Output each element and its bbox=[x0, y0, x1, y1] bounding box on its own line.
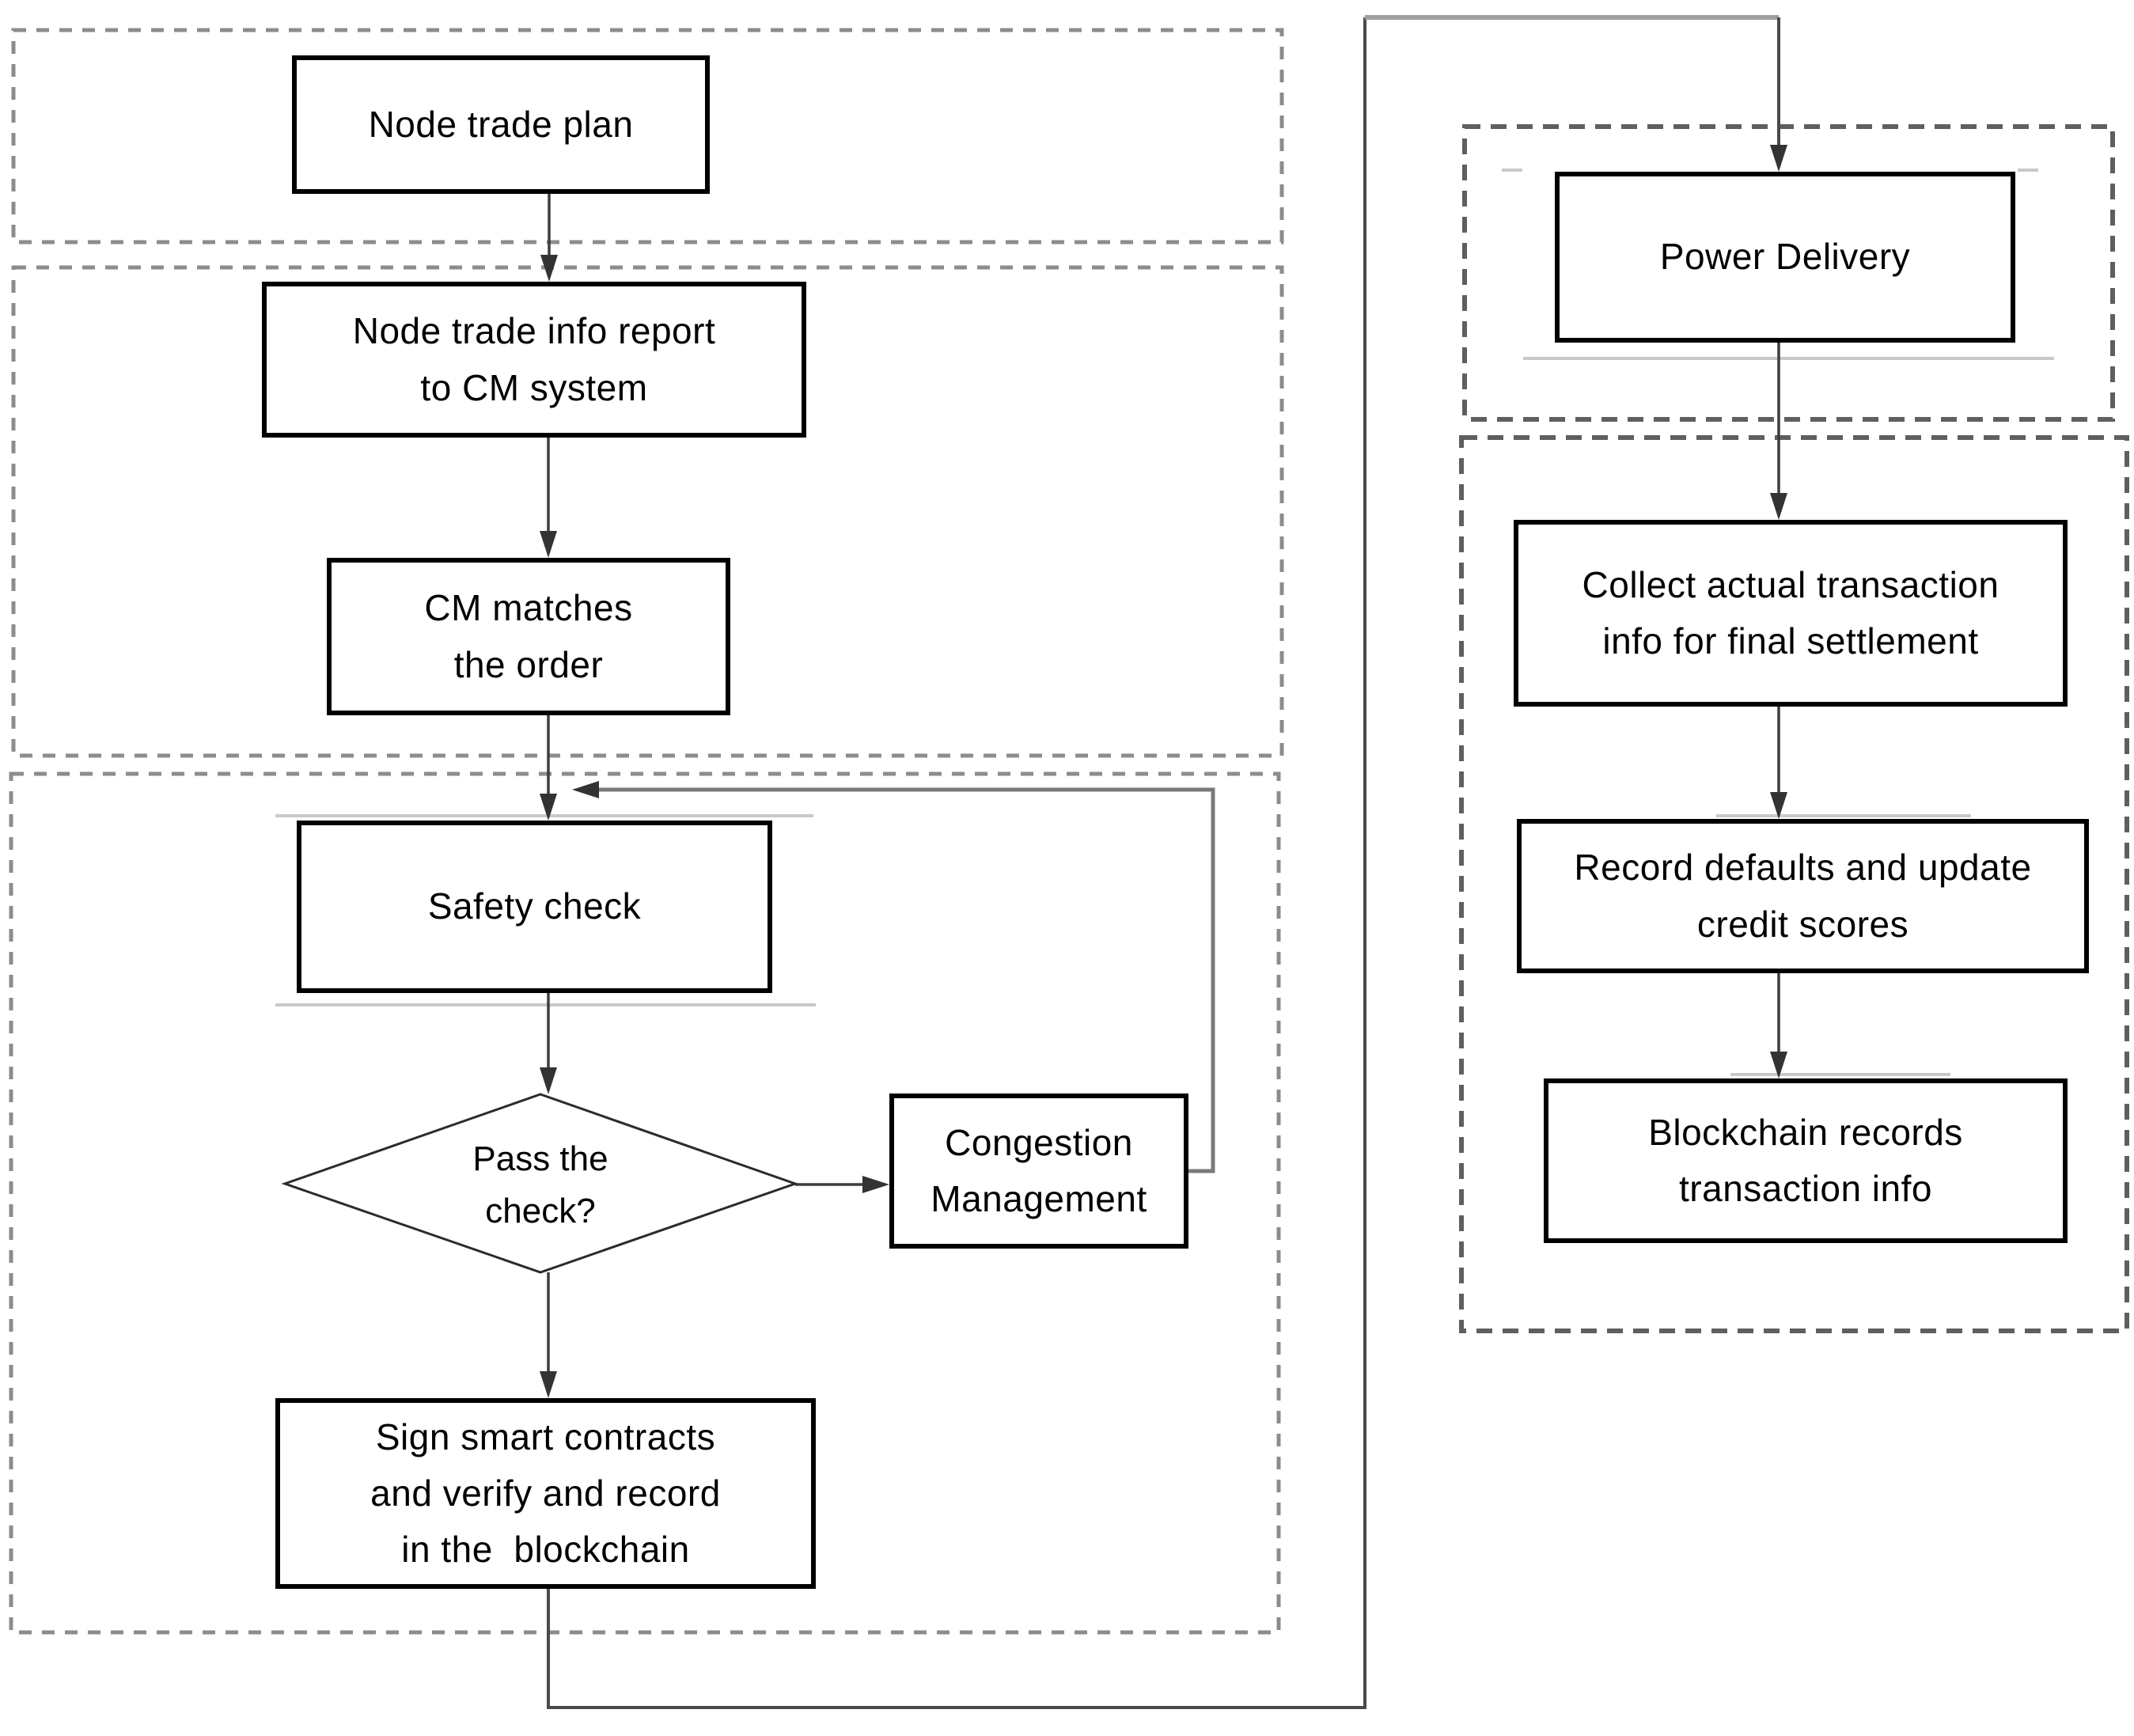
blockchain-records-box: Blockchain records transaction info bbox=[1544, 1078, 2068, 1243]
record-defaults-label-line1: Record defaults and update bbox=[1574, 847, 2032, 889]
arrowhead-into-record bbox=[1770, 792, 1787, 819]
arrowhead-into-congestion bbox=[862, 1176, 889, 1193]
arrowhead-into-collect bbox=[1770, 493, 1787, 520]
sign-smart-contracts-label-line1: Sign smart contracts bbox=[375, 1416, 716, 1457]
cm-matches-label-line2: the order bbox=[453, 643, 604, 685]
decision-diamond-shape bbox=[281, 1093, 799, 1274]
blockchain-records-label-line1: Blockchain records bbox=[1648, 1111, 1963, 1153]
connector-sign-to-top-loop bbox=[547, 17, 1366, 1709]
congestion-management-box: Congestion Management bbox=[889, 1094, 1188, 1249]
arrowhead-into-power bbox=[1770, 145, 1787, 172]
node-trade-info-label-line1: Node trade info report bbox=[352, 310, 716, 352]
power-delivery-box: Power Delivery bbox=[1555, 172, 2015, 343]
connector-congestion-feedback-loop bbox=[595, 787, 1215, 1173]
node-trade-info-box: Node trade info report to CM system bbox=[262, 282, 806, 438]
collect-actual-transaction-label-line1: Collect actual transaction bbox=[1582, 563, 1999, 605]
dashed-group-matching bbox=[11, 265, 1284, 758]
record-defaults-label-line2: credit scores bbox=[1696, 903, 1909, 945]
collect-actual-transaction-label-line2: info for final settlement bbox=[1602, 620, 1979, 661]
power-delivery-label: Power Delivery bbox=[1659, 236, 1911, 278]
arrowhead-into-safety bbox=[540, 794, 557, 821]
dashed-group-safety-contract bbox=[9, 771, 1281, 1635]
scan-artifact-lines bbox=[275, 169, 2054, 1076]
dashed-group-delivery bbox=[1462, 124, 2115, 422]
arrowhead-into-cm bbox=[540, 531, 557, 558]
pass-the-check-label-line1: Pass the bbox=[472, 1139, 608, 1178]
record-defaults-box: Record defaults and update credit scores bbox=[1517, 819, 2089, 973]
dashed-group-trade-plan bbox=[11, 28, 1284, 244]
arrowhead-feedback-into-safety-line bbox=[572, 781, 599, 798]
connectors bbox=[547, 194, 1780, 1377]
congestion-management-label-line2: Management bbox=[931, 1178, 1147, 1219]
node-trade-info-label-line2: to CM system bbox=[420, 366, 648, 408]
arrowhead-into-blockchain bbox=[1770, 1052, 1787, 1078]
arrowhead-into-decision bbox=[540, 1067, 557, 1094]
pass-the-check-label-line2: check? bbox=[485, 1192, 596, 1230]
cm-matches-label-line1: CM matches bbox=[424, 587, 633, 629]
sign-smart-contracts-label-line2: and verify and record bbox=[370, 1472, 721, 1514]
safety-check-box: Safety check bbox=[297, 821, 772, 993]
node-trade-plan-label: Node trade plan bbox=[368, 103, 634, 145]
dashed-group-settlement bbox=[1459, 435, 2129, 1333]
arrowheads bbox=[540, 145, 1787, 1398]
arrowhead-into-info bbox=[540, 255, 558, 282]
blockchain-records-label-line2: transaction info bbox=[1679, 1168, 1932, 1209]
pass-the-check-decision: Pass the check? bbox=[398, 1114, 683, 1257]
arrowhead-into-sign bbox=[540, 1371, 557, 1398]
safety-check-label: Safety check bbox=[427, 885, 642, 927]
sign-smart-contracts-label-line3: in the blockchain bbox=[401, 1529, 690, 1571]
congestion-management-label-line1: Congestion bbox=[945, 1121, 1133, 1163]
node-trade-plan-box: Node trade plan bbox=[292, 55, 710, 194]
sign-smart-contracts-box: Sign smart contracts and verify and reco… bbox=[275, 1398, 816, 1589]
collect-actual-transaction-box: Collect actual transaction info for fina… bbox=[1514, 520, 2068, 707]
cm-matches-order-box: CM matches the order bbox=[327, 558, 730, 715]
